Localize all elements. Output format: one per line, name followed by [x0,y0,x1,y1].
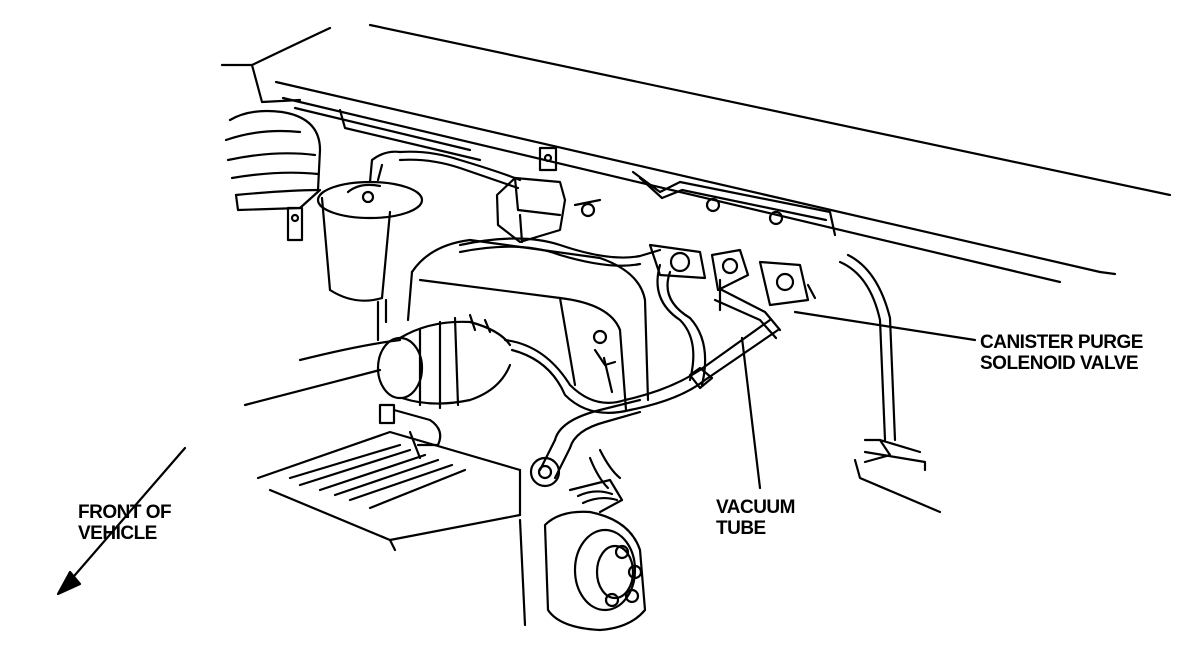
front-of-vehicle-label: FRONT OF VEHICLE [78,502,172,544]
intake-duct [243,313,512,410]
leader-lines [60,310,977,592]
intake-mount [378,403,442,460]
canister-hoses [398,150,522,190]
front-direction-arrow-head [56,570,82,596]
front-of-vehicle-label-line1: FRONT OF [78,502,172,523]
solenoid-bracket [495,146,602,244]
purge-solenoid-valve [648,243,817,390]
air-cleaner-housing [406,238,650,412]
distributor [518,478,647,632]
canister-purge-label-line2: SOLENOID VALVE [980,353,1139,374]
grommet-fitting [529,456,561,488]
front-of-vehicle-label-line2: VEHICLE [78,523,157,544]
hood-outline [220,23,1172,284]
leader-purge-valve [793,310,977,342]
vacuum-tube-label-line1: VACUUM [716,497,795,518]
vacuum-tube-label-line2: TUBE [716,518,766,539]
canister-purge-solenoid-valve-label: CANISTER PURGE SOLENOID VALVE [980,332,1143,374]
canister [316,150,424,342]
fender-tube [838,253,942,514]
canister-purge-label-line1: CANISTER PURGE [980,332,1143,353]
strut-tower [224,109,322,242]
frame-rail [256,430,522,552]
vacuum-tube-label: VACUUM TUBE [716,497,795,539]
front-direction-arrow-shaft [60,446,187,592]
leader-vacuum-tube [740,336,762,490]
vacuum-hoses [458,237,780,490]
